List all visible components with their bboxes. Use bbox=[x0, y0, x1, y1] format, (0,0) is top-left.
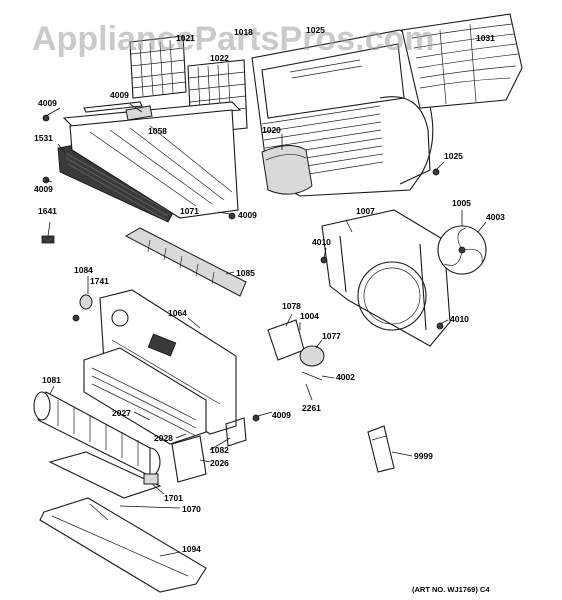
fan-motor-1077[interactable] bbox=[299, 345, 325, 367]
label-4002: 4002 bbox=[336, 372, 355, 382]
label-1025-top: 1025 bbox=[306, 25, 325, 35]
drain-pan-1085[interactable] bbox=[124, 227, 247, 297]
part-labels: 1021 1018 1025 1031 1022 4009 4009 1058 … bbox=[34, 25, 505, 554]
label-4009-e: 4009 bbox=[272, 410, 291, 420]
label-1007: 1007 bbox=[356, 206, 375, 216]
evaporator-coil-1531[interactable] bbox=[57, 109, 239, 223]
label-2028: 2028 bbox=[154, 433, 173, 443]
condenser-shroud-1007[interactable] bbox=[321, 209, 451, 347]
filter-media-1701[interactable] bbox=[48, 451, 162, 499]
label-1058: 1058 bbox=[148, 126, 167, 136]
label-4003: 4003 bbox=[486, 212, 505, 222]
label-1020: 1020 bbox=[262, 125, 281, 135]
louver-1020[interactable] bbox=[261, 145, 313, 195]
label-1085: 1085 bbox=[236, 268, 255, 278]
label-2261: 2261 bbox=[302, 403, 321, 413]
hardware-bag-9999[interactable] bbox=[367, 425, 395, 473]
label-1084: 1084 bbox=[74, 265, 93, 275]
label-1081: 1081 bbox=[42, 375, 61, 385]
label-4010-a: 4010 bbox=[312, 237, 331, 247]
heater-assembly[interactable] bbox=[83, 347, 207, 445]
label-1025: 1025 bbox=[444, 151, 463, 161]
filter-1021[interactable] bbox=[129, 35, 187, 99]
base-pan-1094[interactable] bbox=[39, 497, 207, 593]
label-1641: 1641 bbox=[38, 206, 57, 216]
bracket-1082 bbox=[225, 417, 247, 447]
label-1031: 1031 bbox=[476, 33, 495, 43]
label-4009-d: 4009 bbox=[238, 210, 257, 220]
label-1082: 1082 bbox=[210, 445, 229, 455]
control-box-2026[interactable] bbox=[171, 435, 207, 483]
label-1064: 1064 bbox=[168, 308, 187, 318]
label-1018: 1018 bbox=[234, 27, 253, 37]
label-1531: 1531 bbox=[34, 133, 53, 143]
label-2026: 2026 bbox=[210, 458, 229, 468]
label-1094: 1094 bbox=[182, 544, 201, 554]
label-9999: 9999 bbox=[414, 451, 433, 461]
label-4010-b: 4010 bbox=[450, 314, 469, 324]
hardware-screws bbox=[41, 114, 444, 422]
label-1741: 1741 bbox=[90, 276, 109, 286]
blower-wheel-1081[interactable] bbox=[33, 391, 161, 477]
label-2027: 2027 bbox=[112, 408, 131, 418]
label-4009-c: 4009 bbox=[34, 184, 53, 194]
condenser-fan-1005[interactable] bbox=[437, 225, 487, 275]
grille-1031[interactable] bbox=[401, 13, 523, 109]
label-1022: 1022 bbox=[210, 53, 229, 63]
label-1005: 1005 bbox=[452, 198, 471, 208]
label-1004: 1004 bbox=[300, 311, 319, 321]
label-1070: 1070 bbox=[182, 504, 201, 514]
label-4009-a: 4009 bbox=[38, 98, 57, 108]
label-4009-b: 4009 bbox=[110, 90, 129, 100]
art-reference: (ART NO. WJ1769) C4 bbox=[412, 585, 490, 594]
label-1078: 1078 bbox=[282, 301, 301, 311]
motor-bracket-4002 bbox=[301, 371, 323, 381]
label-1021: 1021 bbox=[176, 33, 195, 43]
label-1071: 1071 bbox=[180, 206, 199, 216]
label-1701: 1701 bbox=[164, 493, 183, 503]
watermark: AppliancePartsPros.com bbox=[32, 20, 434, 58]
label-1077: 1077 bbox=[322, 331, 341, 341]
leader-lines bbox=[45, 103, 487, 557]
